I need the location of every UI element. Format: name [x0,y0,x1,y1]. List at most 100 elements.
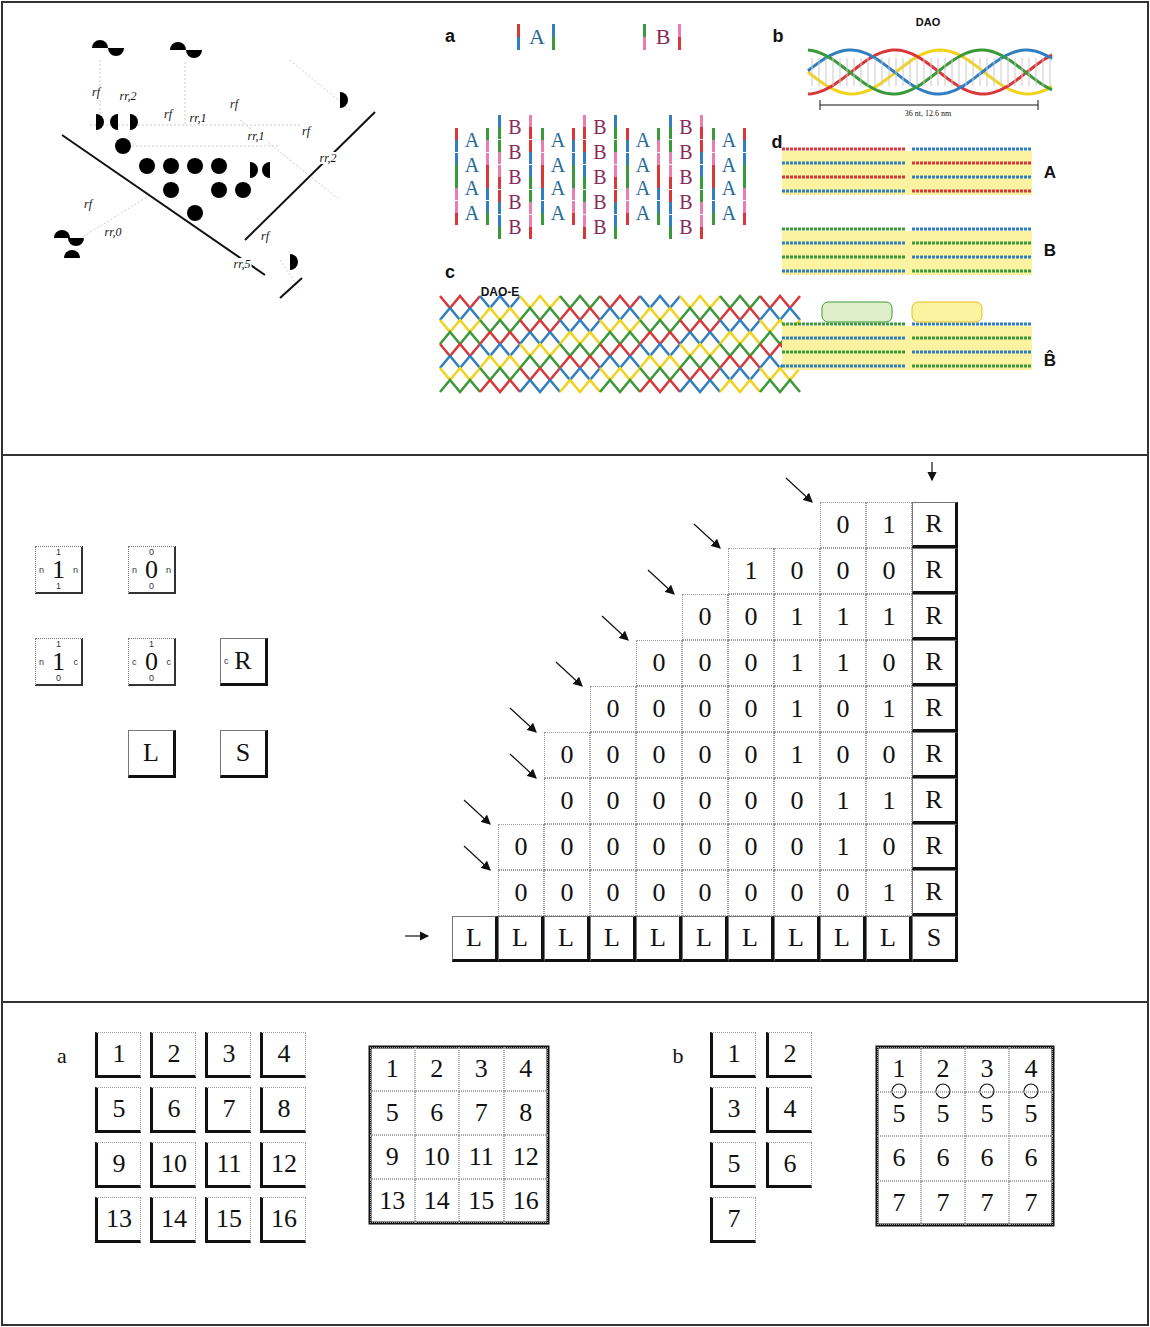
sticky-end [498,215,501,227]
base-pair [903,58,904,86]
tile-symbol: 9 [386,1144,399,1170]
tile-symbol: 6 [893,1145,906,1171]
tile-symbol: 0 [607,742,620,768]
sticky-end [583,177,586,189]
tile: L [498,916,544,962]
sticky-end [517,24,520,37]
tile-symbol: 3 [475,1056,488,1082]
lattice-bars [455,24,746,239]
label: A [636,203,650,223]
tile: 0 [820,870,866,916]
edge-label: n [39,657,44,666]
tile-symbol: 0 [653,742,666,768]
base-pair [973,58,974,86]
tile: L [820,916,866,962]
sticky-end [669,127,672,139]
sticky-end [529,215,532,227]
label: rf [260,230,270,242]
tile-symbol: 7 [893,1190,906,1216]
base-pair [924,58,925,86]
tile: 1 [877,1047,921,1092]
strand [912,270,1032,273]
tile-symbol: 1 [52,557,65,583]
half-tile [110,114,118,130]
sticky-end [657,176,660,188]
sticky-end [486,165,489,177]
tile-symbol: 2 [937,1056,950,1082]
sticky-end [743,176,746,188]
tile: 0 [728,594,774,640]
sticky-end [486,176,489,188]
tile-symbol: 7 [1025,1190,1038,1216]
tile: 1 [866,778,912,824]
label: A [722,130,736,150]
helix-strand [808,50,1052,94]
edge-label: n [39,565,44,574]
tile-symbol: L [650,925,666,951]
label: B [593,167,606,187]
tile-symbol: 14 [161,1206,187,1232]
weave-strand [720,344,760,356]
label: B [679,142,692,162]
weave-strand [640,320,680,332]
tile: R [912,548,958,594]
base-pair [812,58,813,86]
label: A [551,155,565,175]
strand [782,176,905,179]
tile-symbol: 0 [561,788,574,814]
tile-symbol: 11 [216,1151,241,1177]
tile: 0 [682,686,728,732]
tile: L [866,916,912,962]
tile: 1 [866,594,912,640]
sticky-end [626,165,629,177]
tile: 1 [820,594,866,640]
tile: 7 [921,1181,965,1226]
strand [912,228,1032,231]
tile-dot [235,182,251,198]
tile-symbol: 16 [513,1188,539,1214]
strand [912,176,1032,179]
tile: 0 [728,778,774,824]
base-pair [868,58,869,86]
strand [782,365,905,368]
strand [912,256,1032,259]
sticky-end [455,176,458,188]
label: A [722,178,736,198]
tile: 7 [205,1087,251,1133]
strand [782,337,905,340]
tile: L [128,730,176,778]
sticky-end [541,176,544,188]
tile-symbol: R [925,741,942,767]
sticky-end [614,215,617,227]
sticky-end [626,188,629,200]
sticky-end [498,140,501,152]
half-tile [68,238,84,246]
sticky-end [486,188,489,200]
sticky-end [583,127,586,139]
base-pair [980,58,981,86]
sticky-end [626,153,629,165]
strand [912,242,1032,245]
weave-strand [680,368,720,380]
tile: 13 [95,1197,141,1243]
label: A [551,203,565,223]
tile: 1 [774,732,820,778]
tile-symbol: L [604,925,620,951]
tile-symbol: R [234,648,251,674]
tile-symbol: 14 [424,1188,450,1214]
sticky-end [529,152,532,164]
seed-arrow [931,462,932,480]
tile: 0 [866,732,912,778]
sticky-end [498,127,501,139]
label: B [679,217,692,237]
tile-symbol: 0 [745,834,758,860]
base-pair [1001,58,1002,86]
strand [782,351,905,354]
tile-symbol: 3 [223,1041,236,1067]
sticky-end [712,165,715,177]
tile-dot [163,158,179,174]
tile-symbol: 1 [893,1056,906,1082]
tile: 14 [415,1179,460,1223]
sticky-end [614,152,617,164]
label: DAO [916,17,940,28]
